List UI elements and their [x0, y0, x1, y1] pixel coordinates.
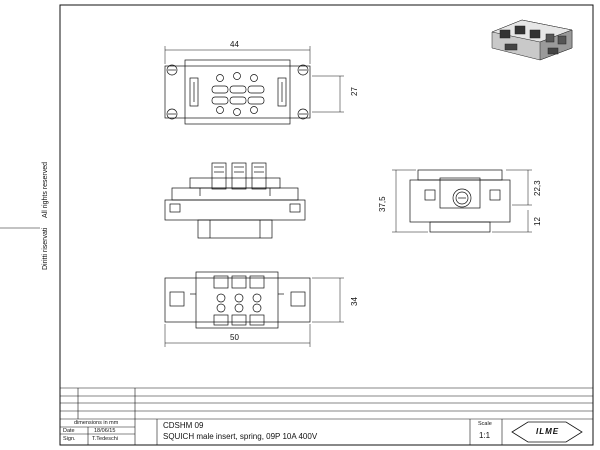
dimension-top-height: 27 [350, 87, 359, 96]
diritti-riservati-note: Diritti riservati [42, 227, 49, 270]
front-view [164, 162, 306, 239]
title-block [60, 387, 593, 445]
top-view [164, 46, 344, 125]
date-value: 18/06/15 [94, 428, 116, 434]
date-label: Date [63, 428, 75, 434]
isometric-thumbnail [491, 19, 573, 61]
dimension-side-lower: 12 [533, 217, 542, 226]
dimension-bottom-width: 50 [230, 333, 239, 342]
dimension-side-upper: 22,3 [533, 180, 542, 196]
part-description: SQUICH male insert, spring, 09P 10A 400V [163, 432, 318, 441]
dimension-bottom-height: 34 [350, 297, 359, 306]
all-rights-reserved-note: All rights reserved [42, 161, 49, 218]
scale-label: Scale [478, 421, 492, 427]
dimension-side-height: 37,5 [378, 196, 387, 212]
sign-value: T.Tedeschi [92, 436, 118, 442]
sign-label: Sign. [63, 436, 76, 442]
side-view [392, 169, 532, 233]
dimension-top-width: 44 [230, 40, 239, 49]
scale-value: 1:1 [479, 431, 491, 440]
company-logo: ILME [536, 427, 560, 436]
part-code: CDSHM 09 [163, 421, 204, 430]
bottom-view [164, 271, 344, 347]
drawing-frame [59, 4, 594, 446]
units-label: dimensions in mm [74, 420, 119, 426]
